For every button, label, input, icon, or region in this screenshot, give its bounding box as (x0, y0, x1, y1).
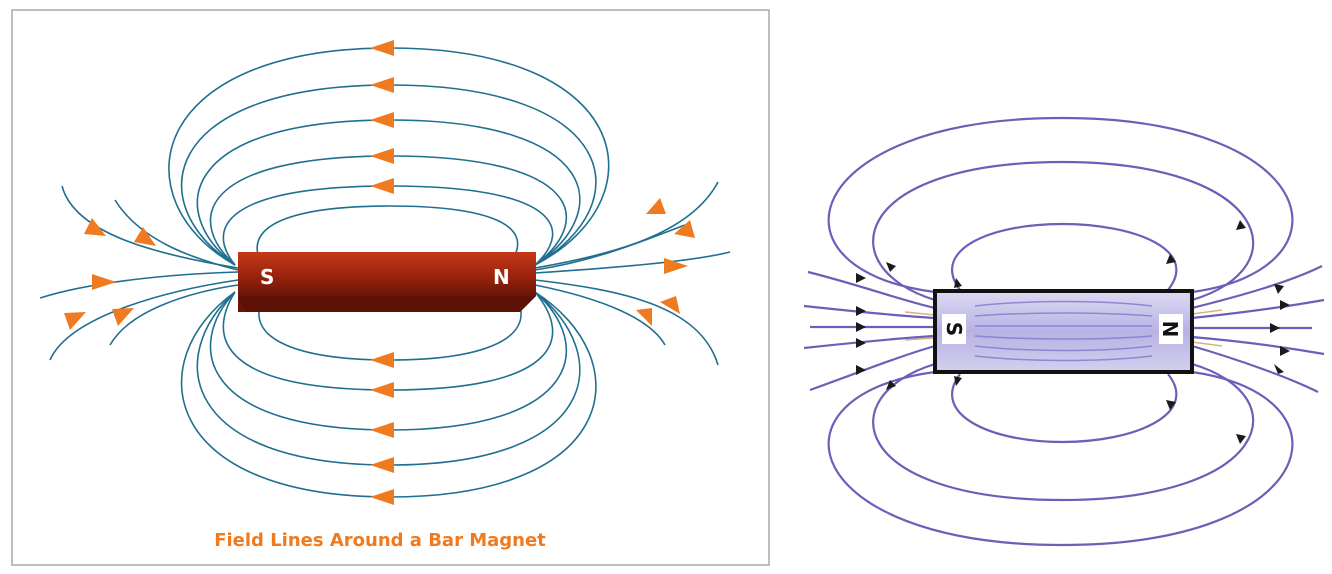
field-arrows-center (370, 40, 394, 505)
field-arrows-side (64, 198, 695, 330)
inner-magnet-field-lines (974, 300, 1153, 362)
diagram-caption: Field Lines Around a Bar Magnet (214, 530, 546, 551)
purple-side-field-lines (803, 265, 1325, 393)
red-bar-magnet (238, 252, 536, 312)
left-south-pole-label: S (260, 265, 274, 289)
purple-outer-field-lines (827, 116, 1294, 547)
left-north-pole-label: N (493, 265, 510, 289)
left-diagram: S N Field Lines Around a Bar Magnet (11, 9, 770, 566)
right-diagram: S N (803, 116, 1325, 547)
right-south-label-box (942, 314, 966, 344)
right-north-pole-label: N (1159, 321, 1183, 338)
right-north-label-box (1159, 314, 1183, 344)
left-open-field-lines (39, 185, 239, 361)
black-field-arrows (856, 220, 1290, 444)
right-open-field-lines (534, 181, 731, 366)
pole-stub-lines (904, 309, 1223, 347)
blue-bar-magnet (933, 289, 1194, 374)
right-south-pole-label: S (942, 322, 966, 336)
